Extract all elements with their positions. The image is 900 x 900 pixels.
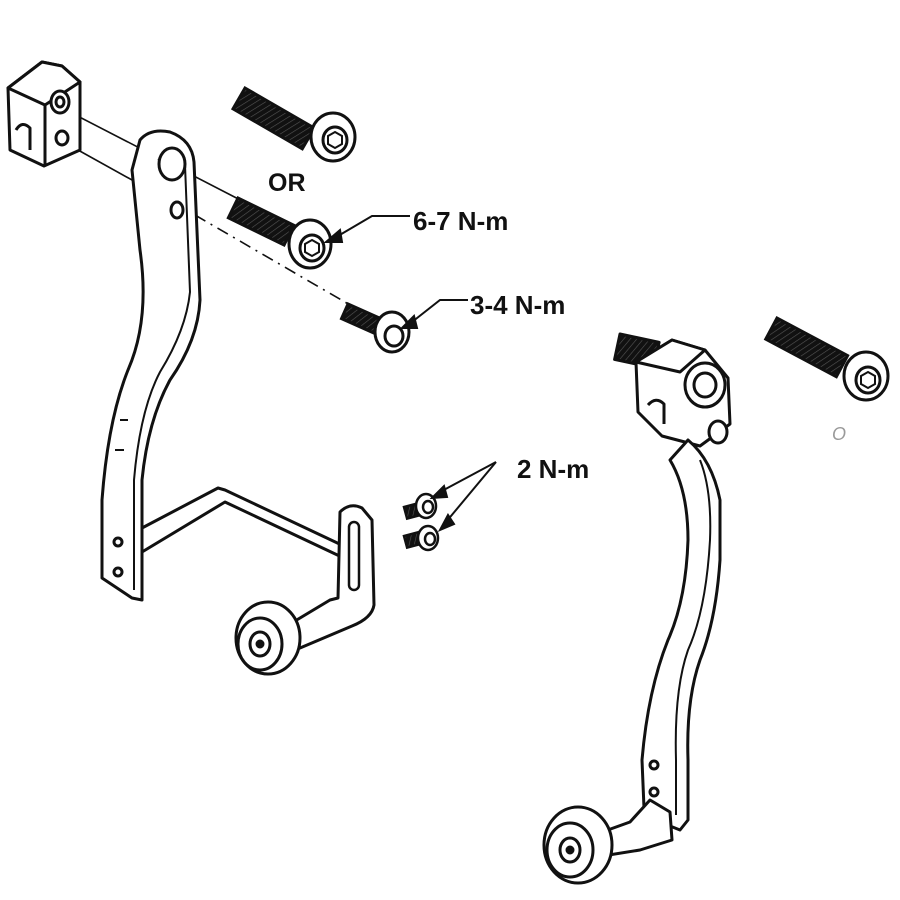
short-bolt [339, 302, 411, 354]
left-end-knob [234, 600, 302, 676]
long-bolt-middle [226, 195, 333, 270]
right-end-knob [542, 805, 614, 885]
small-screws [402, 492, 440, 552]
right-lever-assembly [578, 332, 732, 860]
slotted-bracket [278, 504, 376, 650]
clamp-block [6, 60, 82, 168]
left-lever-bracket [100, 129, 350, 602]
leader-lines [323, 215, 497, 533]
torque-label-2: 2 N-m [517, 454, 590, 484]
or-label: OR [268, 169, 306, 197]
torque-label-6-7: 6-7 N-m [413, 206, 509, 236]
torque-label-3-4: 3-4 N-m [470, 290, 566, 320]
long-bolt-right [763, 315, 890, 402]
long-bolt-top [230, 85, 357, 163]
small-o-mark: O [832, 424, 847, 444]
